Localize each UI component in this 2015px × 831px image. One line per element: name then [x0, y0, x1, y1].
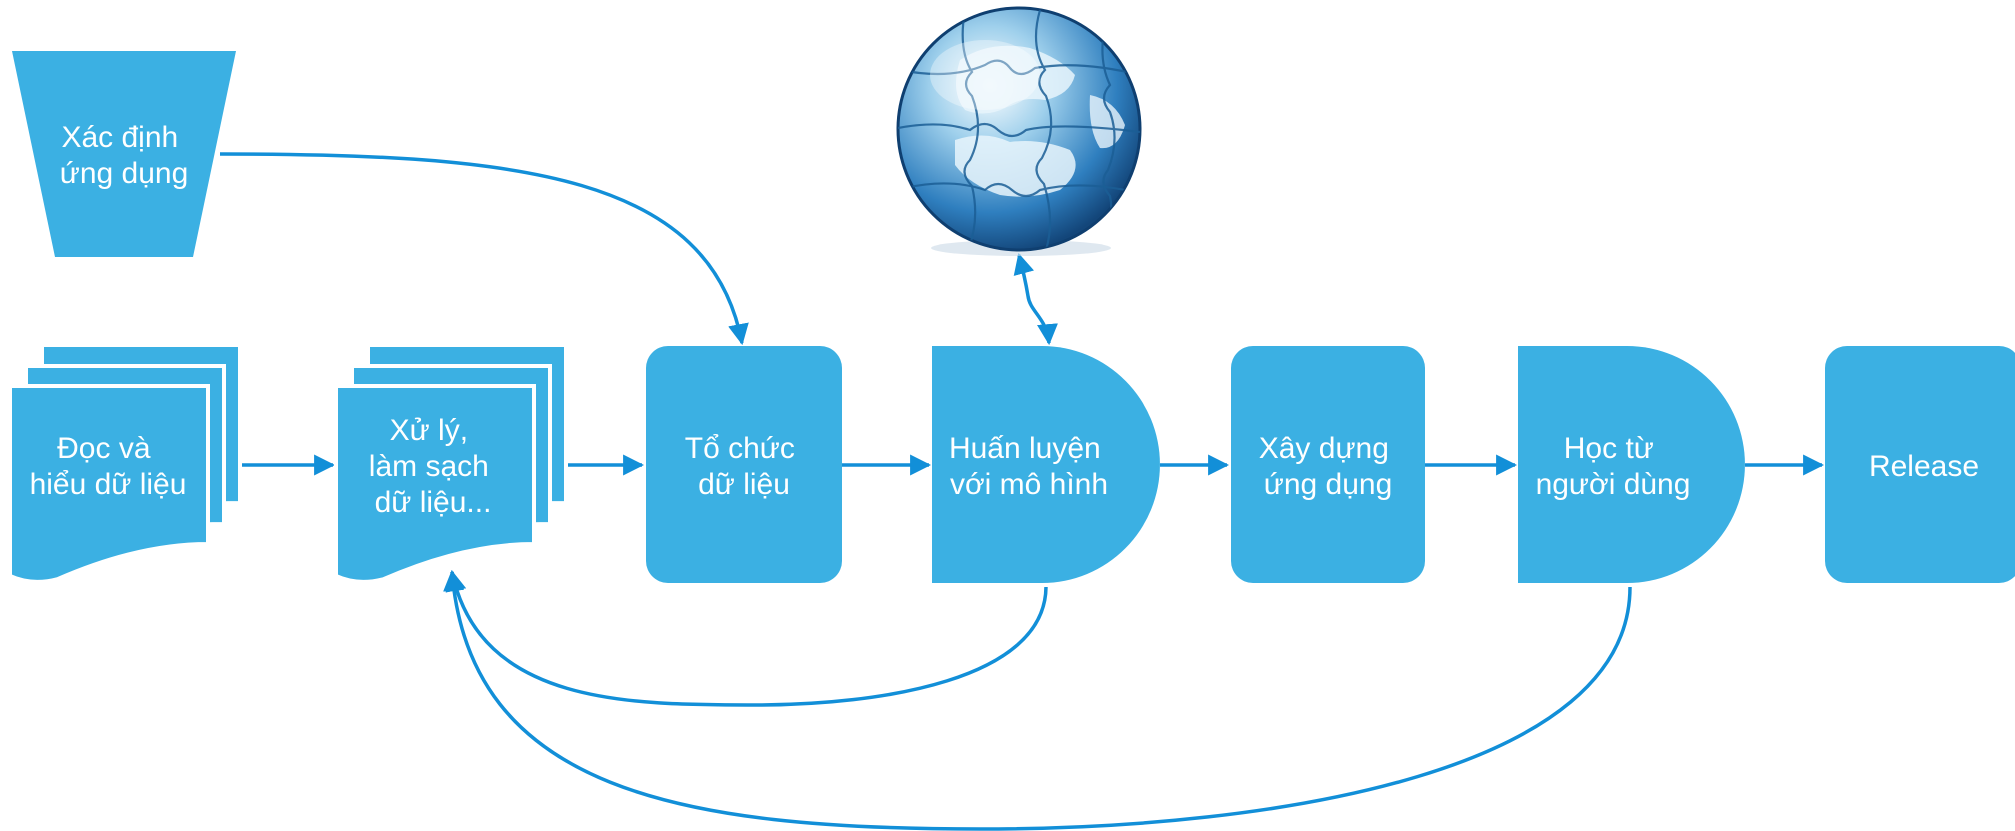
delay-shape — [1518, 346, 1745, 583]
node-process-data: Xử lý, làm sạch dữ liệu... — [334, 343, 568, 584]
label-line: với mô hình — [950, 468, 1108, 501]
label-line: Xử lý, — [390, 414, 468, 447]
delay-shape — [932, 346, 1160, 583]
node-organize-data: Tổ chức dữ liệu — [646, 346, 842, 583]
node-read-data: Đọc và hiểu dữ liệu — [8, 343, 242, 584]
node-process-data-label: Xử lý, làm sạch dữ liệu... — [369, 414, 497, 519]
document-layer-front — [334, 384, 536, 584]
node-train-model-label: Huấn luyện với mô hình — [949, 432, 1109, 501]
arrow-train-to-globe — [1013, 252, 1058, 346]
node-define-app-label: Xác định ứng dụng — [60, 121, 189, 190]
label-line: Đọc và — [57, 432, 151, 465]
arrow-learn-feedback-to-process — [443, 569, 1632, 831]
node-release-label: Release — [1869, 450, 1979, 483]
node-organize-data-label: Tổ chức dữ liệu — [685, 432, 803, 501]
document-layer-front — [8, 384, 210, 584]
label-line: ứng dụng — [60, 157, 189, 190]
node-learn-users: Học từ người dùng — [1518, 346, 1745, 583]
arrow-define-to-organize — [219, 152, 749, 346]
node-build-app-label: Xây dựng ứng dụng — [1259, 432, 1398, 501]
label-line: Huấn luyện — [949, 432, 1101, 465]
label-line: Xây dựng — [1259, 432, 1389, 465]
label-line: ứng dụng — [1264, 468, 1393, 501]
node-read-data-label: Đọc và hiểu dữ liệu — [30, 432, 187, 501]
label-line: Xác định — [61, 121, 178, 154]
label-line: Tổ chức — [685, 432, 795, 465]
process-shape — [646, 346, 842, 583]
label-line: Học từ — [1564, 432, 1654, 465]
node-release: Release — [1825, 346, 2015, 583]
puzzle-seams — [898, 9, 1140, 250]
node-build-app: Xây dựng ứng dụng — [1231, 346, 1425, 583]
globe-detail — [898, 9, 1140, 250]
globe-landmass-east — [1089, 95, 1125, 149]
connectors — [219, 152, 1825, 831]
label-line: làm sạch — [369, 450, 489, 483]
process-shape — [1231, 346, 1425, 583]
label-line: hiểu dữ liệu — [30, 468, 187, 501]
process-shape — [1825, 346, 2015, 583]
globe-highlight — [930, 40, 1040, 110]
puzzle-globe-icon — [896, 6, 1142, 256]
label-line: người dùng — [1536, 468, 1691, 501]
label-line: dữ liệu — [698, 468, 790, 501]
arrow-train-feedback-to-process — [445, 569, 1048, 707]
node-train-model: Huấn luyện với mô hình — [932, 346, 1160, 583]
node-learn-users-label: Học từ người dùng — [1536, 432, 1691, 501]
manual-operation-shape — [12, 51, 236, 257]
node-define-app: Xác định ứng dụng — [12, 51, 236, 257]
label-line: Release — [1869, 450, 1979, 483]
label-line: dữ liệu... — [375, 486, 492, 519]
